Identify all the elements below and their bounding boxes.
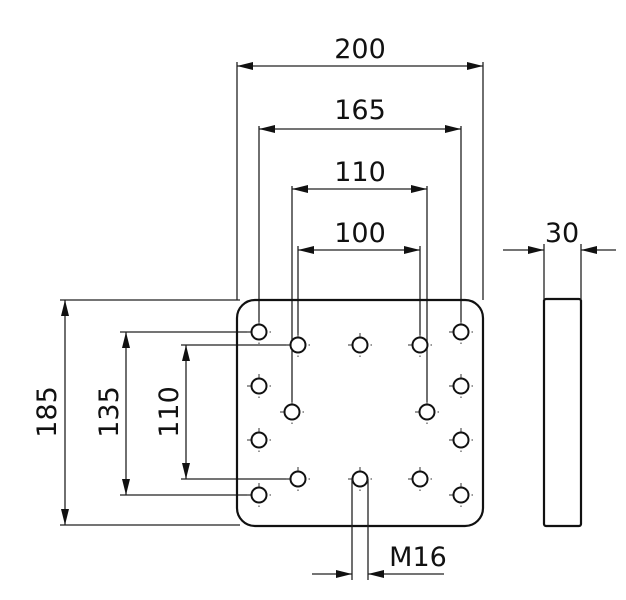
hole xyxy=(415,400,439,424)
dimension-label-185: 185 xyxy=(32,386,63,438)
dimension-label-110-horizontal: 110 xyxy=(334,157,386,188)
dimension-vertical-spacing-135: 135 xyxy=(94,332,130,495)
dimension-label-110-vertical: 110 xyxy=(154,386,185,438)
extension-lines-top xyxy=(236,62,484,402)
dimension-label-135: 135 xyxy=(94,386,125,438)
dimension-thread-m16: M16 xyxy=(312,479,447,580)
dimension-label-165: 165 xyxy=(334,95,386,126)
hole xyxy=(247,320,271,344)
dimension-hole-spacing-110-horizontal: 110 xyxy=(292,157,427,193)
hole xyxy=(247,428,271,452)
dimension-label-200: 200 xyxy=(334,34,386,65)
dimension-thickness: 30 xyxy=(503,218,616,299)
mounting-plate-front-view xyxy=(235,298,485,528)
mounting-plate-side-view xyxy=(542,297,583,528)
hole xyxy=(408,333,432,357)
dimension-hole-spacing-100: 100 xyxy=(298,218,420,254)
hole xyxy=(286,333,310,357)
hole xyxy=(449,428,473,452)
hole xyxy=(348,333,372,357)
dimension-label-m16: M16 xyxy=(389,542,447,573)
hole xyxy=(408,467,432,491)
dimension-label-30: 30 xyxy=(545,218,579,249)
hole xyxy=(286,467,310,491)
hole xyxy=(247,374,271,398)
hole xyxy=(449,483,473,507)
hole xyxy=(449,374,473,398)
hole xyxy=(280,400,304,424)
dimension-label-100: 100 xyxy=(334,218,386,249)
dimension-overall-width: 200 xyxy=(237,34,483,70)
hole xyxy=(247,483,271,507)
dimension-overall-height: 185 xyxy=(32,300,69,525)
mounting-holes xyxy=(247,320,473,507)
hole xyxy=(449,320,473,344)
dimension-outer-hole-spacing: 165 xyxy=(259,95,461,133)
dimension-vertical-spacing-110: 110 xyxy=(154,345,190,479)
